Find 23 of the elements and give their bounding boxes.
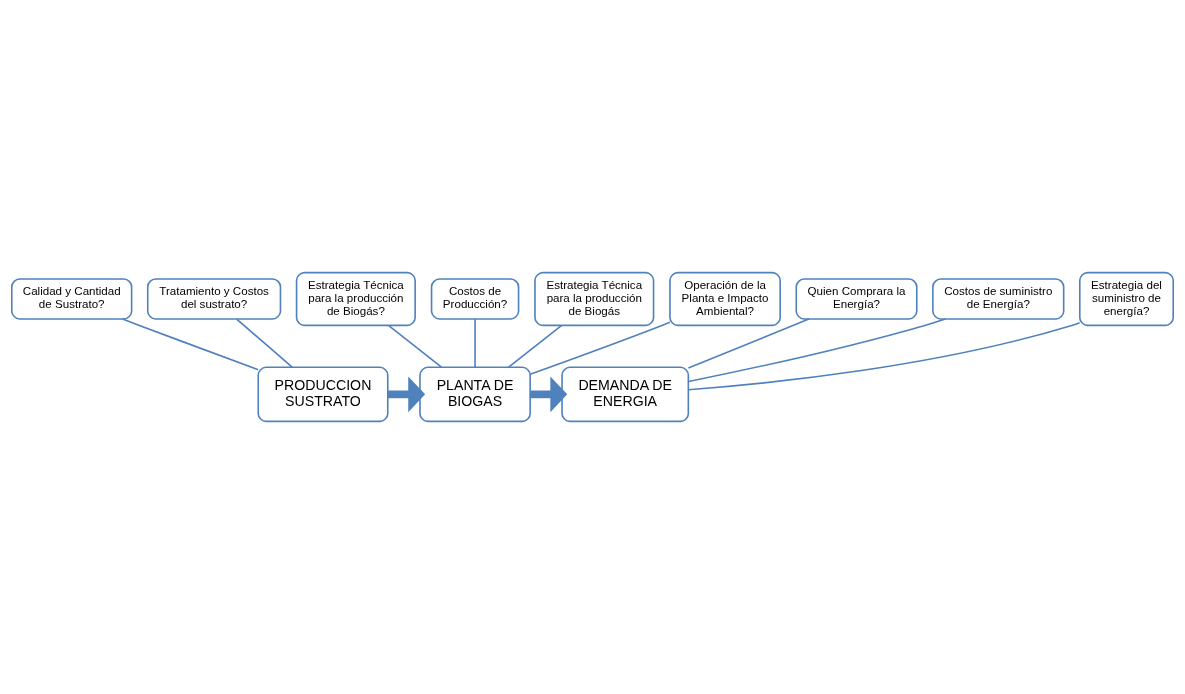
connector <box>507 324 563 368</box>
node-box: PRODUCCION SUSTRATO <box>257 366 389 423</box>
connector <box>474 318 476 369</box>
node-box: Estrategia del suministro de energía? <box>1079 271 1175 327</box>
node-box: Estrategia Técnica para la producción de Biogás? <box>295 271 416 327</box>
node-box: Costos de Producción? <box>430 278 520 320</box>
node-box: PLANTA DE BIOGAS <box>419 366 531 423</box>
node-box: DEMANDA DE ENERGIA <box>561 366 690 423</box>
connector <box>387 324 443 368</box>
node-box: Costos de suministro de Energía? <box>932 278 1065 320</box>
connector <box>687 321 1081 391</box>
node-box: Estrategia Técnica para la producción de Biogás <box>534 271 655 327</box>
arrow <box>530 376 568 413</box>
connector <box>235 318 294 369</box>
connector <box>687 318 810 369</box>
connector <box>687 318 947 383</box>
connector <box>529 321 671 375</box>
node-box: Tratamiento y Costos del sustrato? <box>146 278 282 320</box>
node-box: Operación de la Planta e Impacto Ambiental? <box>669 271 781 327</box>
node-box: Quien Comprara la Energía? <box>795 278 918 320</box>
arrow <box>388 376 426 413</box>
node-box: Calidad y Cantidad de Sustrato? <box>10 278 133 320</box>
connector <box>121 318 259 371</box>
